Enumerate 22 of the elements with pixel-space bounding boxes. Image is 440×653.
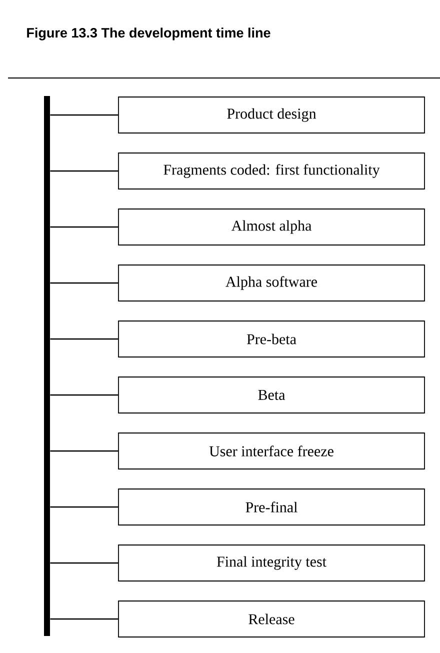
milestone-box: Product design bbox=[118, 96, 425, 134]
connector-line bbox=[50, 506, 118, 508]
connector-line bbox=[50, 282, 118, 284]
connector-line bbox=[50, 394, 118, 396]
milestone-box: Almost alpha bbox=[118, 208, 425, 246]
connector-line bbox=[50, 170, 118, 172]
milestone-box: Fragments coded: first functionality bbox=[118, 152, 425, 190]
milestone-box: Pre-beta bbox=[118, 320, 425, 358]
milestone-box: Pre-final bbox=[118, 488, 425, 526]
connector-line bbox=[50, 114, 118, 116]
connector-line bbox=[50, 450, 118, 452]
figure-title: Figure 13.3 The development time line bbox=[27, 28, 270, 40]
connector-line bbox=[50, 618, 118, 620]
milestone-box: Beta bbox=[118, 376, 425, 414]
milestone-box: Release bbox=[118, 600, 425, 638]
connector-line bbox=[50, 562, 118, 564]
milestone-box: User interface freeze bbox=[118, 432, 425, 470]
connector-line bbox=[50, 338, 118, 340]
timeline-bar bbox=[44, 96, 50, 636]
milestone-box: Final integrity test bbox=[118, 544, 425, 582]
milestone-box: Alpha software bbox=[118, 264, 425, 302]
connector-line bbox=[50, 226, 118, 228]
